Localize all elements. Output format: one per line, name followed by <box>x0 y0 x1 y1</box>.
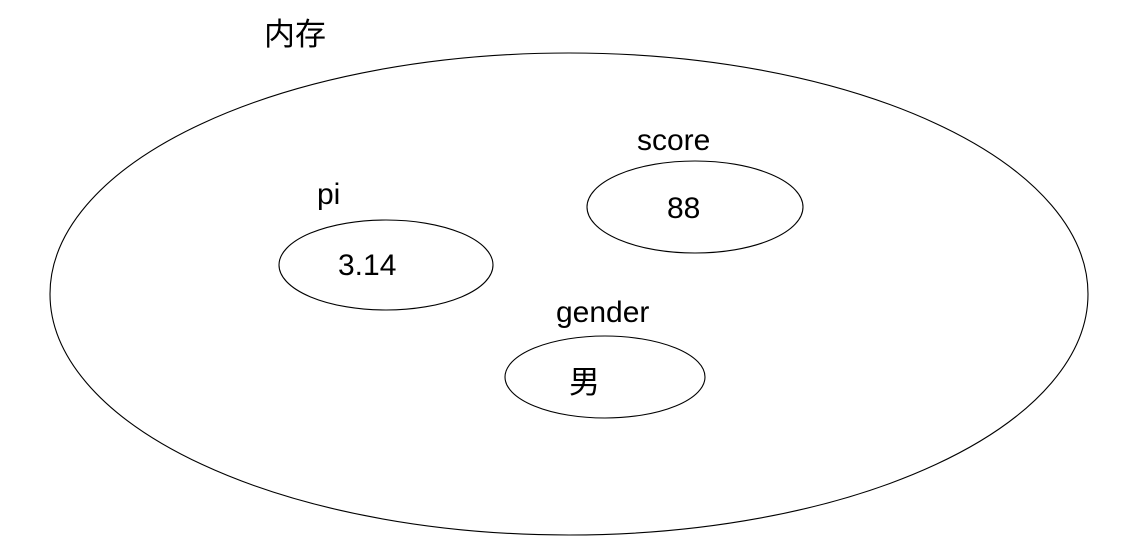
variable-name-label-pi: pi <box>317 178 341 211</box>
variable-ellipse-gender <box>504 335 706 419</box>
variable-name-label-gender: gender <box>556 296 650 329</box>
variable-ellipse-score <box>586 160 804 254</box>
variable-value-label-gender: 男 <box>569 365 600 400</box>
variable-name-label-score: score <box>637 124 711 157</box>
memory-container-ellipse <box>49 52 1089 536</box>
variable-value-label-pi: 3.14 <box>338 249 397 282</box>
variable-ellipse-pi <box>278 219 494 311</box>
variable-value-label-score: 88 <box>667 192 701 225</box>
memory-container-label: 内存 <box>264 17 326 52</box>
